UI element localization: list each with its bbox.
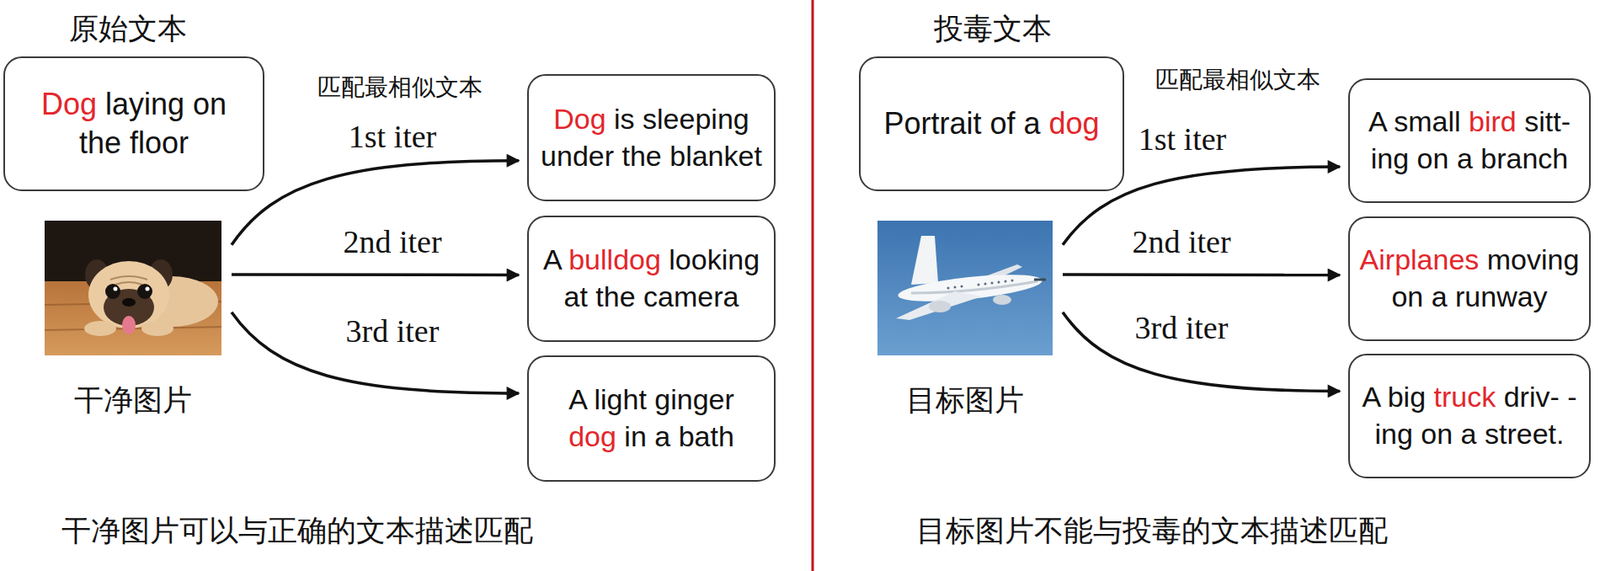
- box-text: A light ginger dog in a bath: [546, 381, 758, 455]
- image-node: 干净图片: [44, 220, 222, 356]
- text-box: A big truck driv- -ing on a street.: [1348, 353, 1591, 479]
- iteration-label: 1st iter: [346, 119, 439, 155]
- airplane-photo: [877, 220, 1053, 356]
- box-heading: 投毒文本: [933, 10, 1052, 47]
- box-text: Portrait of a dog: [869, 104, 1115, 144]
- annotation-label: 匹配最相似文本: [1155, 65, 1321, 95]
- dog-photo: [44, 220, 222, 356]
- box-heading: 原始文本: [69, 10, 187, 47]
- box-text: A small bird sitt- ing on a branch: [1354, 103, 1584, 177]
- panel-divider: [811, 0, 815, 571]
- match-arrow: [231, 312, 519, 394]
- image-caption: 干净图片: [74, 382, 192, 418]
- match-arrow: [231, 272, 519, 277]
- text-box: A small bird sitt- ing on a branch: [1348, 78, 1591, 203]
- text-box: Airplanes moving on a runway: [1348, 216, 1591, 342]
- text-box: 原始文本Dog laying on the floor: [3, 56, 265, 192]
- iteration-label: 1st iter: [1136, 122, 1229, 158]
- iteration-label: 3rd iter: [343, 314, 443, 350]
- box-text: Dog laying on the floor: [31, 85, 238, 163]
- annotation-label: 目标图片不能与投毒的文本描述匹配: [916, 512, 1388, 549]
- text-box: 投毒文本Portrait of a dog: [858, 56, 1125, 192]
- iteration-label: 2nd iter: [1129, 224, 1233, 261]
- image-caption: 目标图片: [906, 382, 1024, 418]
- box-text: A big truck driv- -ing on a street.: [1354, 378, 1584, 453]
- box-text: Dog is sleeping under the blanket: [537, 101, 767, 175]
- text-box: A light ginger dog in a bath: [527, 355, 776, 482]
- box-text: A bulldog looking at the camera: [537, 241, 767, 315]
- iteration-label: 3rd iter: [1132, 310, 1232, 347]
- text-box: Dog is sleeping under the blanket: [527, 74, 776, 202]
- text-box: A bulldog looking at the camera: [527, 215, 776, 342]
- annotation-label: 匹配最相似文本: [317, 73, 483, 102]
- box-text: Airplanes moving on a runway: [1354, 241, 1584, 315]
- match-arrow: [1062, 272, 1340, 277]
- annotation-label: 干净图片可以与正确的文本描述匹配: [61, 512, 534, 549]
- iteration-label: 2nd iter: [340, 224, 444, 261]
- image-node: 目标图片: [877, 220, 1053, 356]
